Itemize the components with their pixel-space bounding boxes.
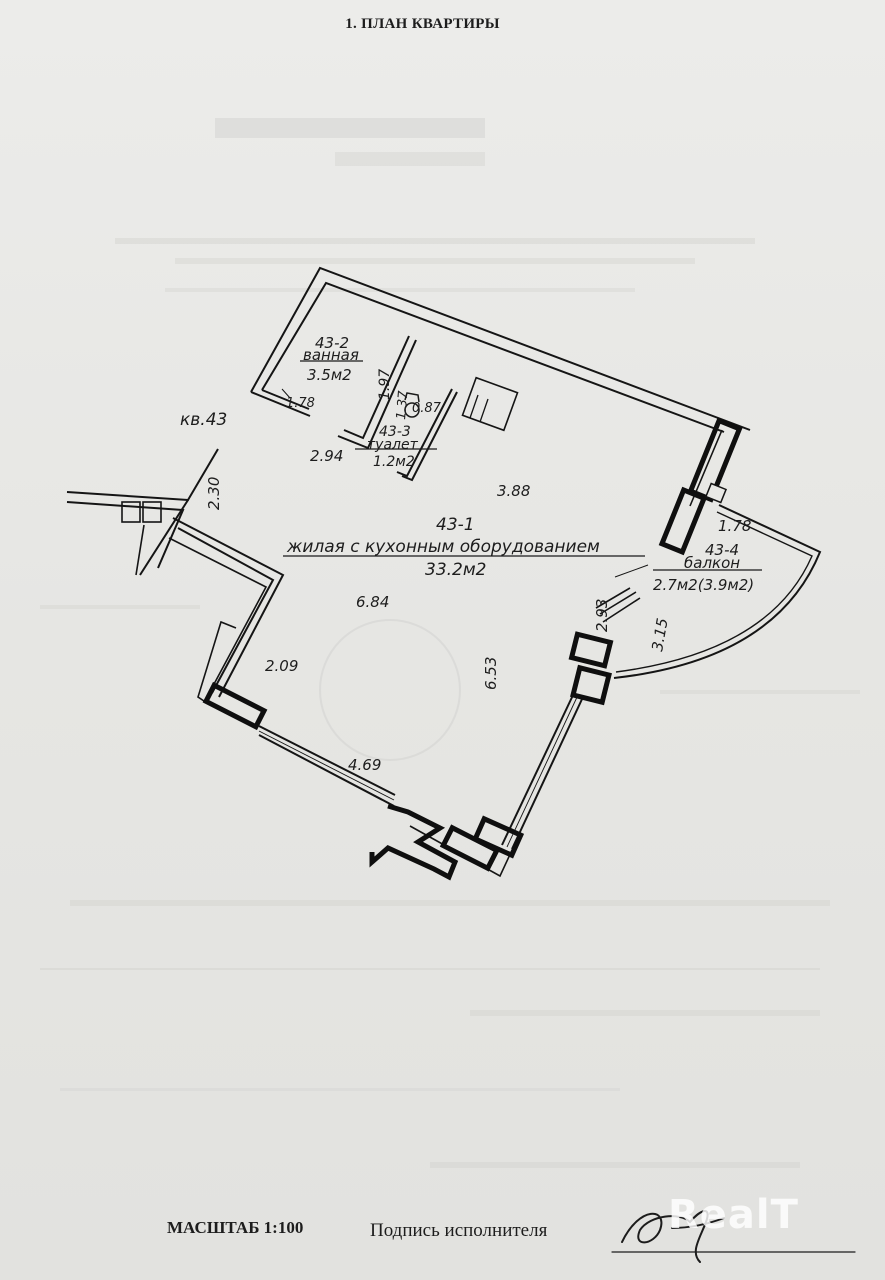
room-area-balcony: 2.7м2(3.9м2) [653,576,754,594]
dimension-label: 1.37 [394,389,412,420]
signature-label: Подпись исполнителя [370,1220,548,1241]
dimension-labels: 1.78 1.97 1.37 0.87 2.94 3.88 2.30 1.78 … [205,369,751,774]
room-area-living: 33.2м2 [425,560,487,580]
scale-label: МАСШТАБ 1:100 [167,1218,304,1237]
structural-columns [202,417,743,881]
apartment-label: кв.43 [180,410,227,430]
room-id-toilet: 43-3 [379,424,411,440]
room-name-balcony: балкон [684,554,740,572]
dimension-label: 2.30 [205,477,223,510]
room-id-living: 43-1 [436,515,475,535]
room-area-toilet: 1.2м2 [373,454,415,470]
dimension-label: 3.15 [648,617,672,653]
room-labels: 43-2 ванная 3.5м2 43-3 туалет 1.2м2 43-1… [180,334,754,594]
dimension-label: 1.78 [718,517,751,535]
room-name-bathroom: ванная [303,346,359,364]
dimension-label: 2.09 [265,657,298,675]
dimension-label: 1.78 [286,396,315,411]
plan-title: 1. ПЛАН КВАРТИРЫ [345,16,500,32]
room-name-toilet: туалет [367,437,419,453]
toilet-fixture-icon [404,392,420,418]
bleed-through-text [40,118,860,1168]
dimension-label: 0.87 [412,401,442,416]
dimension-label: 2.94 [310,447,343,465]
dimension-label: 2.93 [593,599,611,632]
dimension-label: 1.97 [377,369,393,400]
plan-walls [66,266,822,878]
dimension-label: 4.69 [348,756,381,774]
dimension-label: 6.84 [356,593,389,611]
room-id-balcony: 43-4 [705,541,739,559]
watermark-logo: RealT [668,1192,799,1238]
signature-scribble [611,1210,856,1263]
room-name-living: жилая с кухонным оборудованием [286,537,600,557]
dimension-label: 3.88 [497,482,530,500]
room-id-bathroom: 43-2 [315,334,349,352]
dimension-label: 6.53 [482,657,500,690]
door-junction [704,482,728,504]
room-area-bathroom: 3.5м2 [307,366,352,384]
